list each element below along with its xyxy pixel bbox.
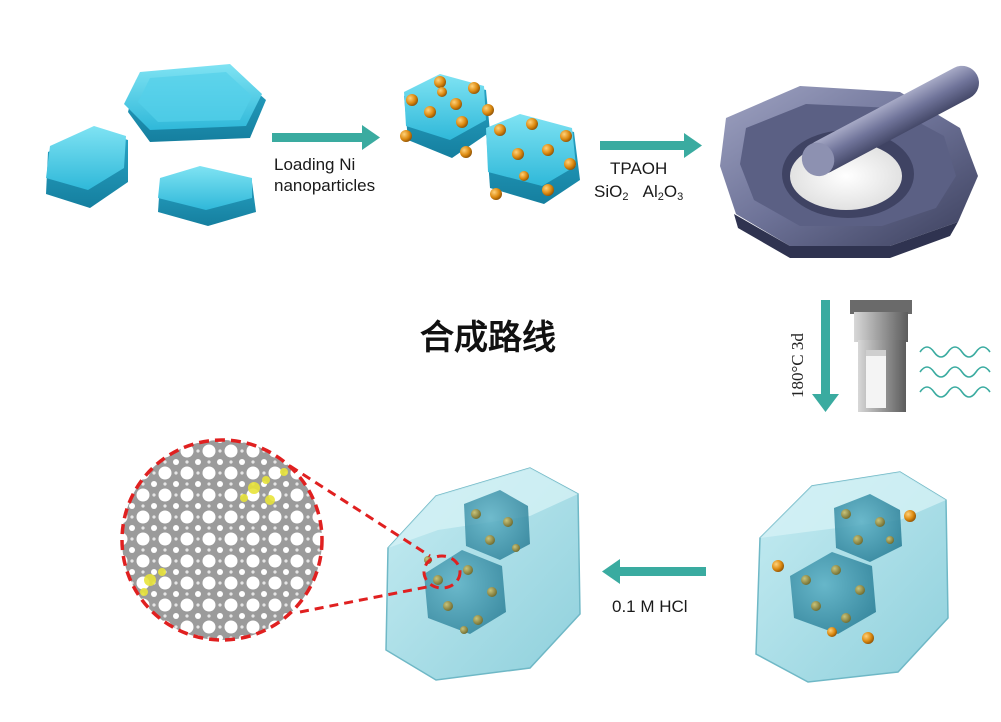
zoom-connector: [289, 464, 462, 614]
ni-nanoparticles: [400, 76, 576, 200]
bare-crystal-top: [124, 64, 266, 142]
arrow-hydrothermal: [812, 300, 839, 412]
label-loading-ni: Loading Ni nanoparticles: [274, 154, 375, 196]
label-loading-line2: nanoparticles: [274, 176, 376, 195]
arrow-loading: [272, 125, 380, 150]
label-al: Al: [642, 182, 658, 201]
label-sio2-al2o3: SiO2 Al2O3: [594, 181, 683, 208]
zeolite-pore-zoom-icon: [120, 438, 324, 642]
label-al-o: O: [663, 182, 678, 201]
heat-wave-icon: [919, 346, 991, 398]
arrow-reagents: [600, 133, 702, 158]
label-sio-sub: 2: [622, 191, 629, 203]
label-tpaoh: TPAOH: [610, 159, 668, 178]
arrow-acid-wash: [602, 559, 706, 584]
ni-loaded-crystal-b: [486, 114, 580, 204]
page-title: 合成路线: [420, 318, 556, 358]
encapsulated-crystal-right: [755, 471, 949, 683]
bare-crystal-left: [46, 126, 128, 208]
label-sio: SiO: [594, 182, 623, 201]
bare-crystal-bottom: [158, 166, 256, 226]
autoclave-icon: [850, 300, 912, 412]
label-loading-line1: Loading Ni: [274, 155, 356, 174]
mortar-pestle-icon: [720, 65, 979, 258]
label-al-sub2: 3: [677, 191, 684, 203]
label-al-sub1: 2: [657, 191, 664, 203]
label-hydrothermal: 180°C 3d: [788, 333, 807, 398]
embedded-particles-right: [772, 509, 916, 644]
label-hcl: 0.1 M HCl: [612, 597, 688, 616]
embedded-particles-center: [424, 509, 520, 634]
final-crystal-center: [385, 467, 581, 681]
